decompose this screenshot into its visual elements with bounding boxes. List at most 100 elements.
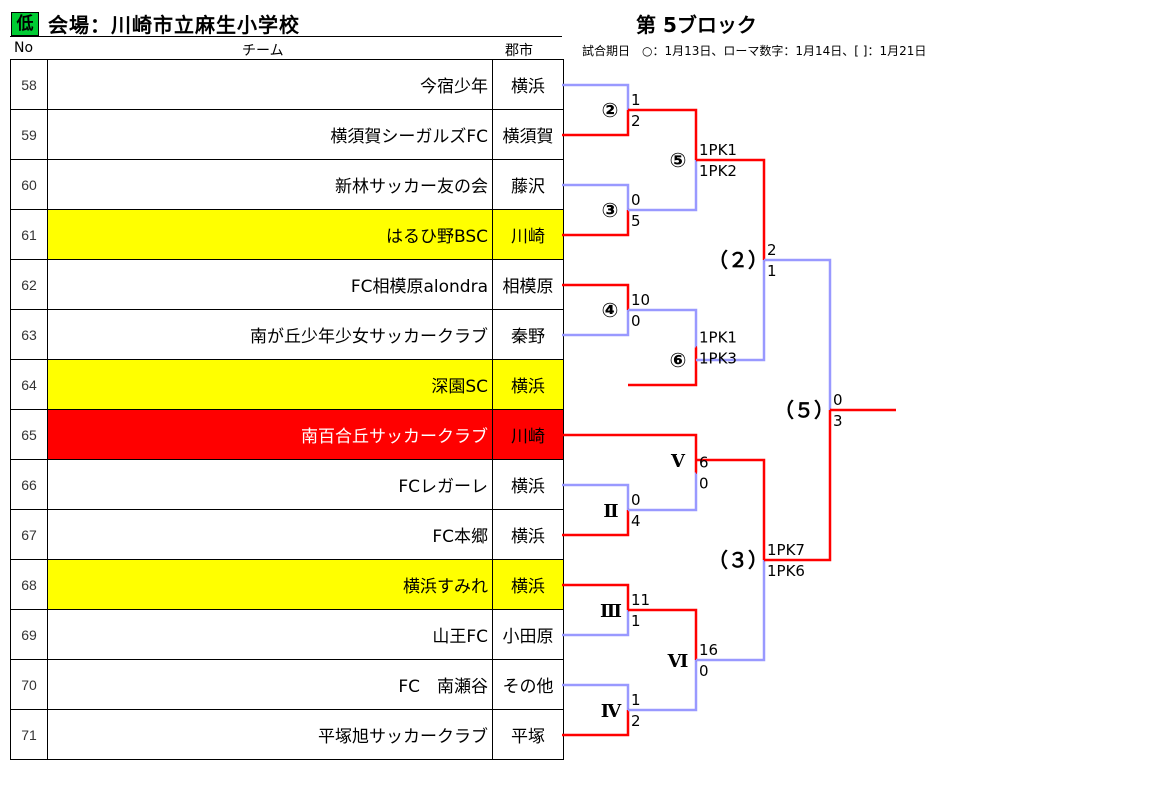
bracket-line-bottom	[562, 310, 630, 337]
team-city: 秦野	[492, 309, 564, 360]
team-number: 65	[10, 409, 48, 460]
match-label: Ⅴ	[670, 451, 686, 472]
bracket-line-top	[562, 483, 630, 510]
bracket-line-bottom	[562, 510, 630, 537]
match-score-top: 0	[833, 391, 843, 409]
match-score-top: 1PK1	[699, 141, 737, 159]
bracket-line-top	[696, 458, 766, 560]
team-city: 横浜	[492, 359, 564, 410]
team-name: FC 南瀬谷	[47, 659, 493, 710]
bracket-line-top	[562, 583, 630, 610]
match-score-top: 1	[631, 91, 641, 109]
match-label: Ⅳ	[601, 701, 622, 722]
bracket-line-bottom	[562, 710, 630, 737]
team-name: 新林サッカー友の会	[47, 159, 493, 210]
team-city: 横須賀	[492, 109, 564, 160]
team-city: 横浜	[492, 559, 564, 610]
column-header-team: チーム	[242, 43, 284, 59]
match-score-top: 1	[631, 691, 641, 709]
column-header-city: 郡市	[505, 43, 533, 59]
team-name: 平塚旭サッカークラブ	[47, 709, 493, 760]
team-number: 58	[10, 59, 48, 110]
match-score-bottom: 3	[833, 412, 843, 430]
match-score-bottom: 1	[767, 262, 777, 280]
match-score-bottom: 1PK3	[699, 350, 737, 368]
match-score-top: 10	[631, 291, 650, 309]
match-score-top: 6	[699, 454, 709, 472]
match-label: ④	[602, 298, 619, 322]
team-city: 藤沢	[492, 159, 564, 210]
team-city: 横浜	[492, 59, 564, 110]
team-number: 60	[10, 159, 48, 210]
title-divider	[10, 36, 562, 37]
match-score-bottom: 0	[699, 475, 709, 493]
team-name: 南が丘少年少女サッカークラブ	[47, 309, 493, 360]
venue-title: 会場：川崎市立麻生小学校	[48, 13, 300, 37]
match-score-bottom: 2	[631, 712, 641, 730]
team-number: 61	[10, 209, 48, 260]
team-city: 平塚	[492, 709, 564, 760]
match-label: Ⅵ	[667, 651, 689, 672]
match-label: ③	[602, 198, 619, 222]
match-score-bottom: 0	[699, 662, 709, 680]
bracket-line-bottom	[562, 210, 630, 237]
match-label: （３）	[708, 548, 768, 572]
match-score-top: 1PK7	[767, 541, 805, 559]
match-score-bottom: 5	[631, 212, 641, 230]
match-label: ②	[602, 98, 619, 122]
match-score-top: 11	[631, 591, 650, 609]
match-score-bottom: 1PK2	[699, 162, 737, 180]
team-name: はるひ野BSC	[47, 209, 493, 260]
bracket-line-top	[562, 283, 630, 310]
match-label: ⑤	[670, 148, 687, 172]
match-score-bottom: 4	[631, 512, 641, 530]
bracket-line-bottom	[628, 660, 698, 712]
bracket-line-top	[764, 258, 832, 410]
bracket-line-top	[696, 158, 766, 260]
team-name: 今宿少年	[47, 59, 493, 110]
team-name: 南百合丘サッカークラブ	[47, 409, 493, 460]
team-name: 横須賀シーガルズFC	[47, 109, 493, 160]
bracket-line-bottom	[562, 110, 630, 137]
bracket-line-bottom	[696, 260, 766, 362]
match-score-top: 0	[631, 491, 641, 509]
bracket-line-bottom	[696, 560, 766, 662]
bracket-line-top	[562, 83, 630, 110]
match-score-bottom: 0	[631, 312, 641, 330]
bracket-line-bottom	[628, 160, 698, 212]
team-city: その他	[492, 659, 564, 710]
team-name: 横浜すみれ	[47, 559, 493, 610]
team-name: FC相模原alondra	[47, 259, 493, 310]
team-number: 66	[10, 459, 48, 510]
team-number: 69	[10, 609, 48, 660]
match-label: Ⅱ	[603, 501, 618, 522]
team-city: 横浜	[492, 459, 564, 510]
bracket-line-bottom	[628, 472, 698, 512]
bracket-line-top	[628, 308, 698, 348]
match-label: ⑥	[670, 348, 687, 372]
team-name: 深園SC	[47, 359, 493, 410]
bracket-line-top	[562, 683, 630, 710]
match-label: （２）	[708, 248, 768, 272]
match-score-top: 0	[631, 191, 641, 209]
column-header-no: No	[14, 40, 34, 56]
grade-badge: 低	[11, 12, 39, 36]
match-score-bottom: 1PK6	[767, 562, 805, 580]
match-score-top: 2	[767, 241, 777, 259]
team-number: 68	[10, 559, 48, 610]
match-score-top: 1PK1	[699, 329, 737, 347]
